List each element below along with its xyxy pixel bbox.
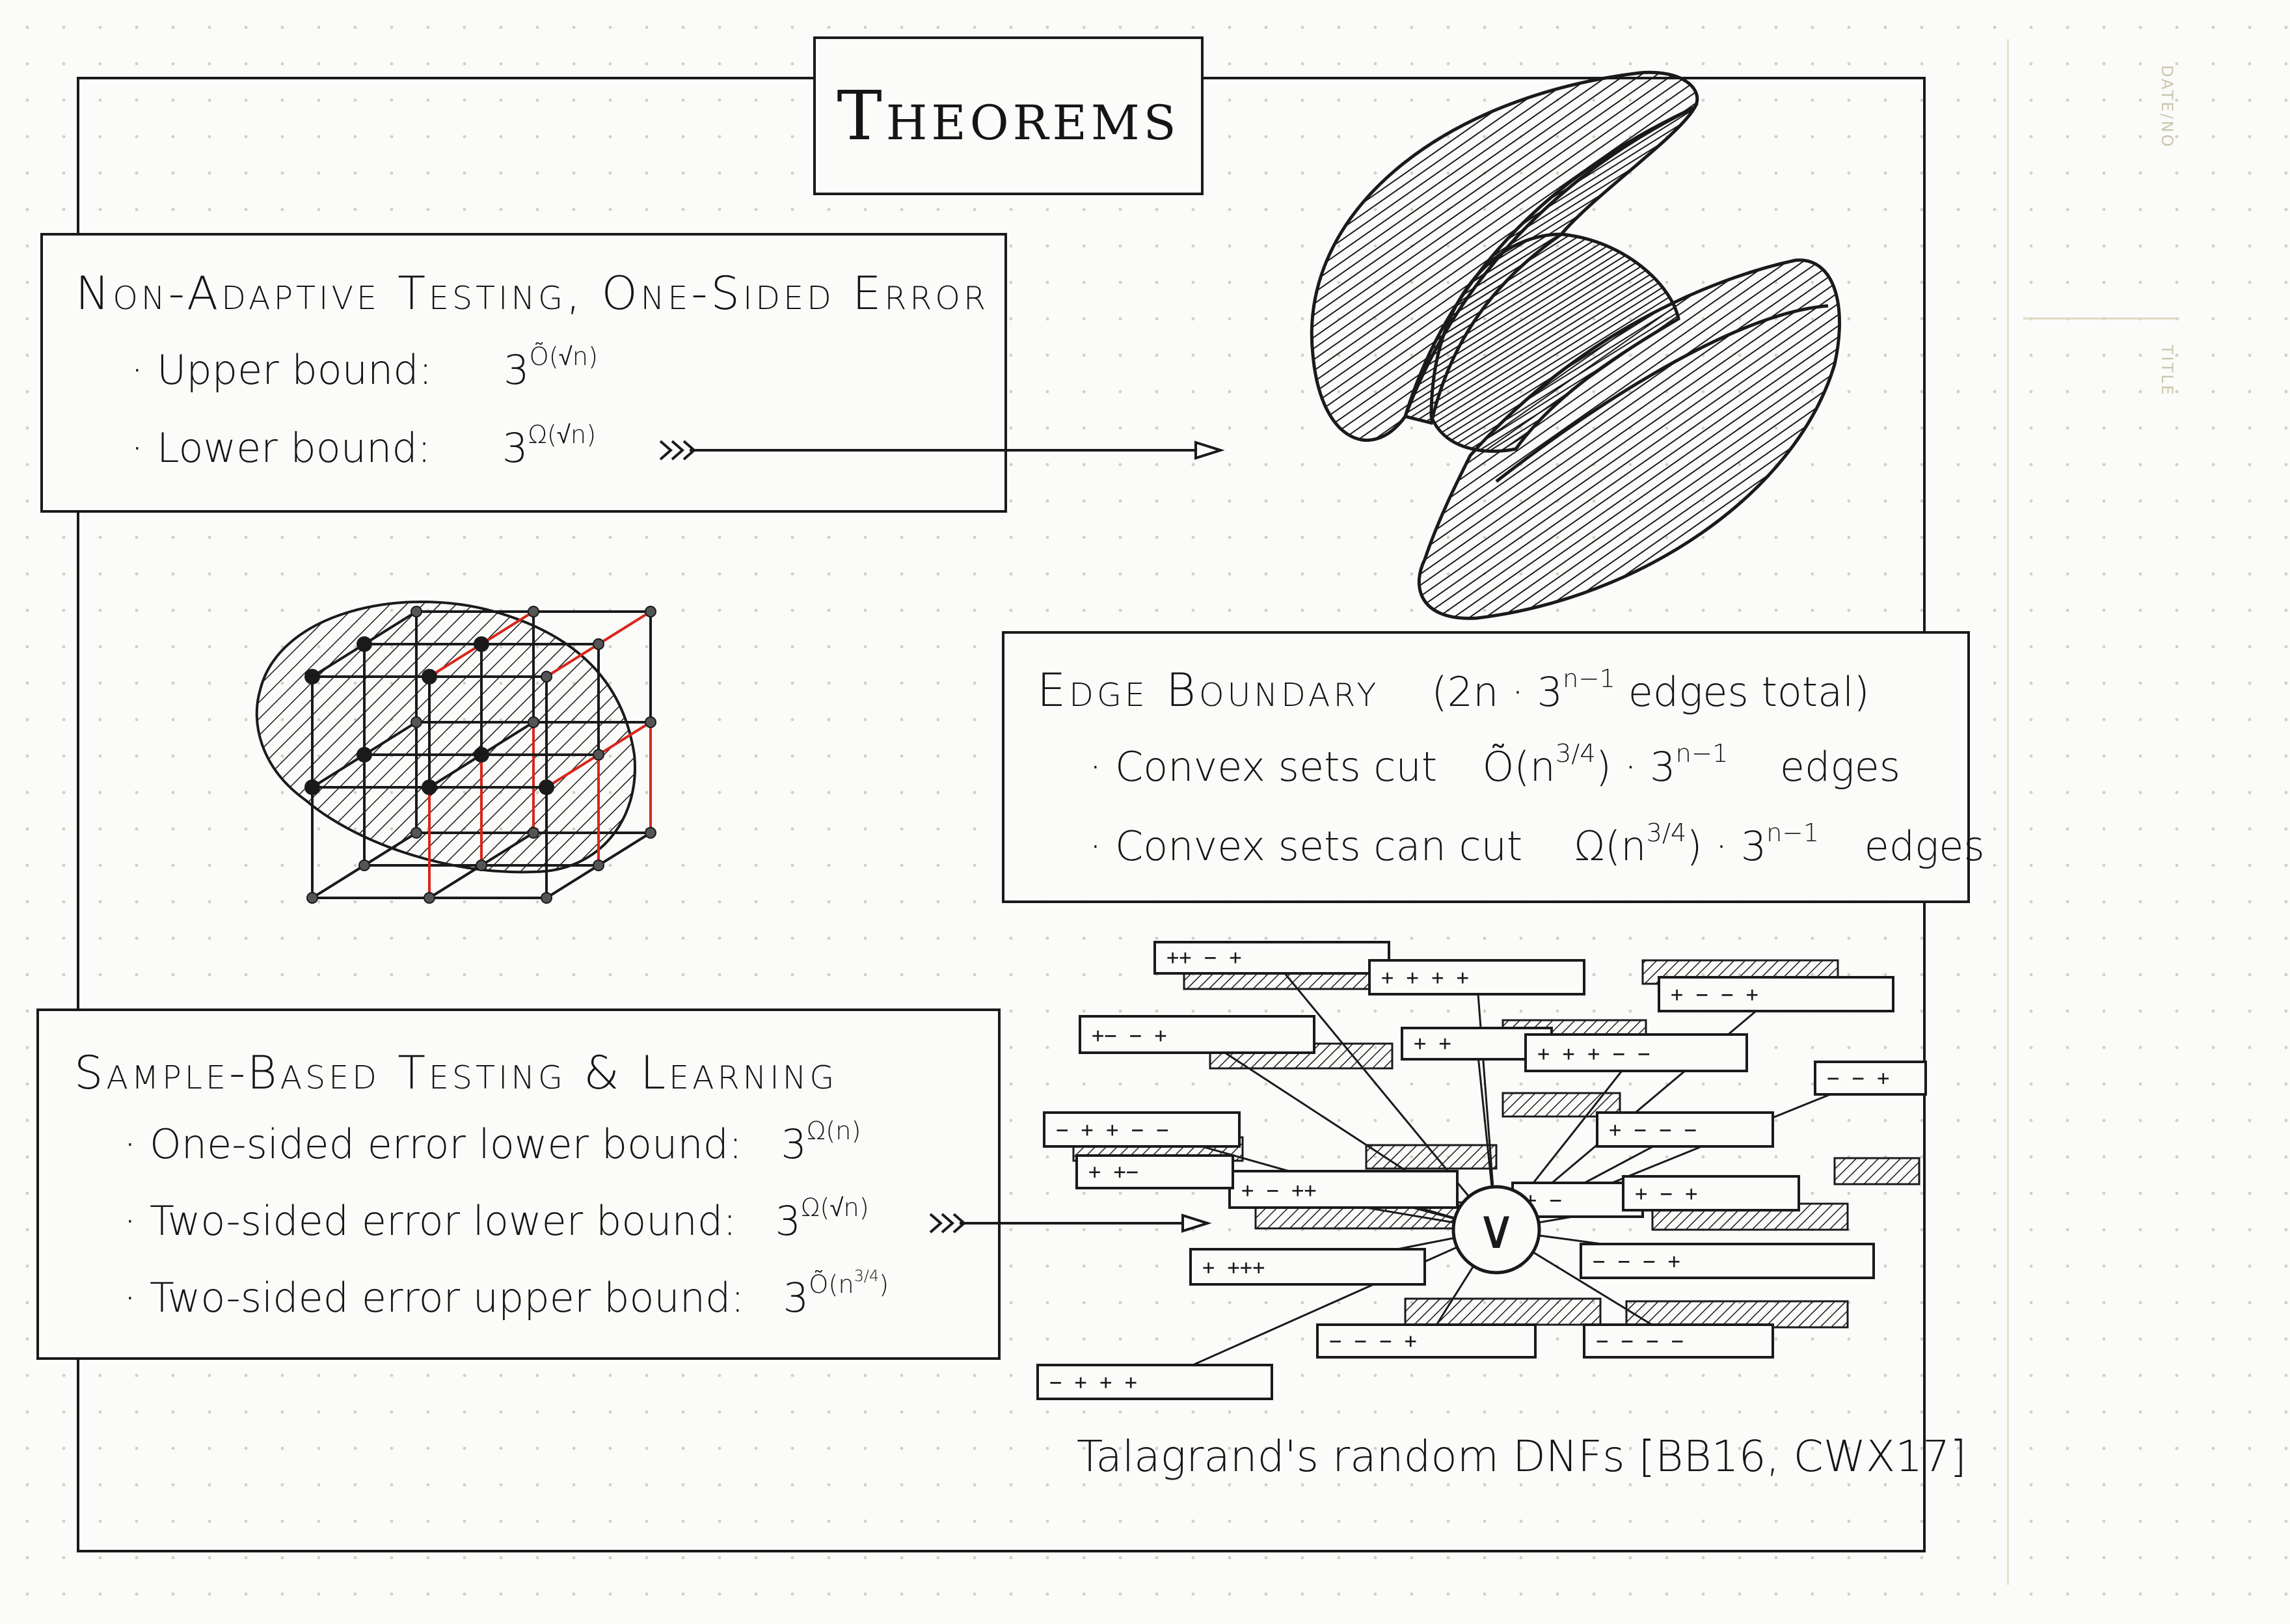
convex-cut-upper-tail: edges	[1779, 743, 1901, 791]
margin-divider	[2023, 318, 2179, 319]
upper-bound-base: 3	[504, 346, 530, 394]
upper-bound-line: ·Upper bound: 3Õ(√n)	[131, 342, 599, 394]
sample-item-3: ·Two-sided error upper bound: 3Õ(n3/4)	[124, 1267, 889, 1321]
lower-bound-exp: Ω(√n)	[528, 420, 597, 450]
dnf-caption: Talagrand's random DNFs [BB16, CWX17]	[1077, 1431, 1967, 1482]
upper-bound-label: Upper bound:	[157, 346, 433, 394]
edge-boundary-heading: Edge Boundary	[1037, 664, 1380, 717]
lower-bound-base: 3	[502, 424, 528, 472]
title-box: Theorems	[813, 36, 1204, 195]
convex-cut-upper-expr: Õ(n3/4) · 3n−1	[1482, 739, 1729, 791]
convex-cut-lower-expr: Ω(n3/4) · 3n−1	[1574, 819, 1820, 870]
upper-bound-exp: Õ(√n)	[529, 342, 599, 372]
convex-cut-upper-line: ·Convex sets cut Õ(n3/4) · 3n−1 edges	[1089, 739, 1901, 791]
margin-rule	[2007, 39, 2009, 1585]
convex-cut-lower-text: Convex sets can cut	[1115, 822, 1523, 870]
sample-item-1: ·One-sided error lower bound: 3Ω(n)	[124, 1116, 861, 1168]
title-label: TITLE	[2158, 345, 2176, 397]
edge-boundary-panel: Edge Boundary (2n · 3n−1 edges total) ·C…	[1002, 631, 1985, 903]
sample-based-heading: Sample-Based Testing & Learning	[74, 1046, 838, 1100]
non-adaptive-heading: Non-Adaptive Testing, One-Sided Error	[75, 267, 990, 320]
page-title: Theorems	[837, 76, 1180, 156]
convex-cut-lower-line: ·Convex sets can cut Ω(n3/4) · 3n−1 edge…	[1089, 819, 1985, 870]
convex-cut-upper-text: Convex sets cut	[1115, 743, 1438, 791]
sample-item-2: ·Two-sided error lower bound: 3Ω(√n)	[124, 1193, 869, 1245]
lower-bound-label: Lower bound:	[157, 424, 431, 472]
non-adaptive-panel: Non-Adaptive Testing, One-Sided Error ·U…	[40, 233, 1007, 513]
edge-boundary-header: Edge Boundary (2n · 3n−1 edges total)	[1037, 664, 1870, 717]
lower-bound-line: ·Lower bound: 3Ω(√n)	[131, 420, 597, 472]
convex-cut-lower-tail: edges	[1864, 822, 1985, 870]
date-no-label: DATE/NO	[2158, 65, 2176, 149]
sample-based-panel: Sample-Based Testing & Learning ·One-sid…	[36, 1008, 1001, 1360]
edge-total-note: (2n · 3n−1 edges total)	[1431, 664, 1870, 716]
